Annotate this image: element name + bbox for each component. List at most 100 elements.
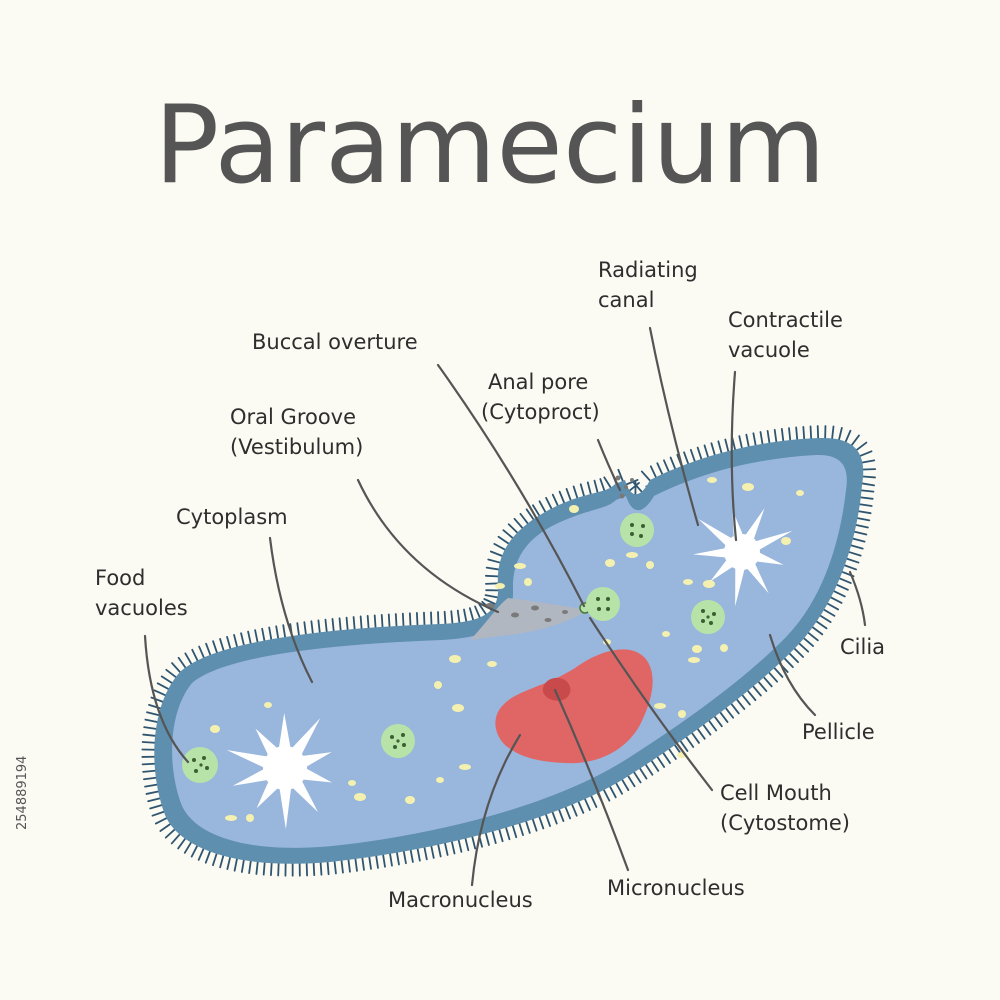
- cilium: [498, 828, 504, 843]
- cilium: [170, 833, 181, 845]
- cilium: [468, 607, 475, 621]
- cilium: [710, 442, 716, 456]
- cilium: [572, 485, 579, 499]
- leader-macronucleus: [470, 733, 522, 887]
- cilium: [793, 647, 805, 658]
- cilium: [621, 778, 630, 792]
- cilium: [485, 566, 500, 571]
- cilium: [159, 823, 172, 832]
- cilium: [450, 610, 454, 625]
- cilium: [703, 444, 709, 458]
- cilium: [640, 470, 651, 482]
- cilium: [497, 535, 510, 545]
- cilium: [430, 845, 435, 859]
- cilium: [151, 810, 165, 817]
- leader-anal-pore: [596, 438, 622, 492]
- granule: [703, 580, 715, 588]
- food-vacuoles: [182, 513, 725, 783]
- cilium: [577, 800, 585, 814]
- cilium: [798, 642, 810, 653]
- cilium: [838, 577, 852, 584]
- leader-radiating-canal: [648, 326, 700, 527]
- cilium: [757, 680, 768, 692]
- cilium: [507, 523, 519, 534]
- granule: [449, 655, 461, 663]
- cilium: [248, 860, 252, 874]
- cilium: [347, 858, 351, 873]
- cilium: [752, 685, 762, 697]
- label-oral-groove: Oral Groove(Vestibulum): [230, 405, 363, 459]
- cilium: [683, 451, 690, 465]
- leader-contractile-vacuole: [730, 370, 738, 542]
- cilium: [531, 818, 538, 832]
- cilium: [338, 617, 342, 632]
- label-cytoplasm: Cytoplasm: [176, 505, 288, 529]
- cilium: [752, 432, 757, 446]
- cilium: [154, 817, 168, 825]
- cilium: [478, 603, 487, 616]
- granule: [225, 815, 237, 821]
- cilium: [724, 438, 730, 453]
- cilium: [142, 733, 157, 737]
- cilium: [649, 465, 657, 479]
- cilium: [416, 612, 419, 626]
- food-vacuole: [691, 600, 725, 634]
- cilium: [389, 852, 393, 867]
- radiating-canal: [755, 530, 793, 550]
- cilium: [656, 462, 664, 476]
- cilium: [275, 625, 280, 640]
- cilium: [485, 582, 499, 585]
- cilium: [815, 620, 828, 630]
- radiating-canal: [279, 788, 292, 830]
- cilium: [184, 652, 193, 665]
- cilium: [423, 846, 428, 861]
- cilium: [809, 425, 813, 440]
- cilium: [205, 642, 212, 656]
- label-cilia: Cilia: [840, 635, 885, 659]
- leader-micronucleus: [553, 688, 630, 872]
- cilium: [511, 824, 518, 839]
- leader-lines: [143, 326, 867, 887]
- granule: [436, 777, 444, 783]
- cilium: [564, 806, 571, 820]
- leader-oral-groove: [356, 478, 500, 614]
- cilium: [261, 627, 266, 642]
- cilium: [669, 456, 677, 470]
- cilium: [609, 785, 617, 799]
- cilium: [571, 803, 578, 817]
- cilium: [247, 630, 252, 645]
- cilium: [183, 841, 192, 854]
- granule: [796, 490, 804, 496]
- cilium: [545, 496, 553, 510]
- cilium: [795, 426, 799, 441]
- granule: [662, 631, 670, 637]
- cilium: [656, 756, 666, 768]
- diagram-title: Paramecium: [154, 83, 826, 208]
- label-macronucleus: Macronucleus: [388, 888, 533, 912]
- cilium: [310, 620, 314, 635]
- cilium: [331, 618, 335, 632]
- granule: [452, 704, 464, 712]
- cilium: [502, 529, 514, 539]
- radiating-canal: [232, 769, 268, 786]
- granule: [688, 657, 700, 663]
- cilium: [354, 858, 358, 872]
- cilium: [685, 736, 695, 748]
- cilium: [833, 590, 846, 598]
- cilium: [586, 481, 592, 495]
- cilium: [836, 583, 849, 591]
- leader-cell-mouth: [588, 616, 714, 792]
- cilium: [262, 861, 266, 876]
- radiating-canal: [302, 752, 332, 767]
- cilium: [396, 851, 400, 866]
- cilium: [394, 613, 398, 627]
- cilium: [565, 487, 572, 502]
- cilium: [603, 476, 612, 489]
- cilium: [219, 854, 225, 869]
- cilium: [811, 626, 824, 636]
- cilium: [741, 694, 751, 706]
- cilium: [487, 558, 501, 564]
- cilium: [852, 537, 866, 543]
